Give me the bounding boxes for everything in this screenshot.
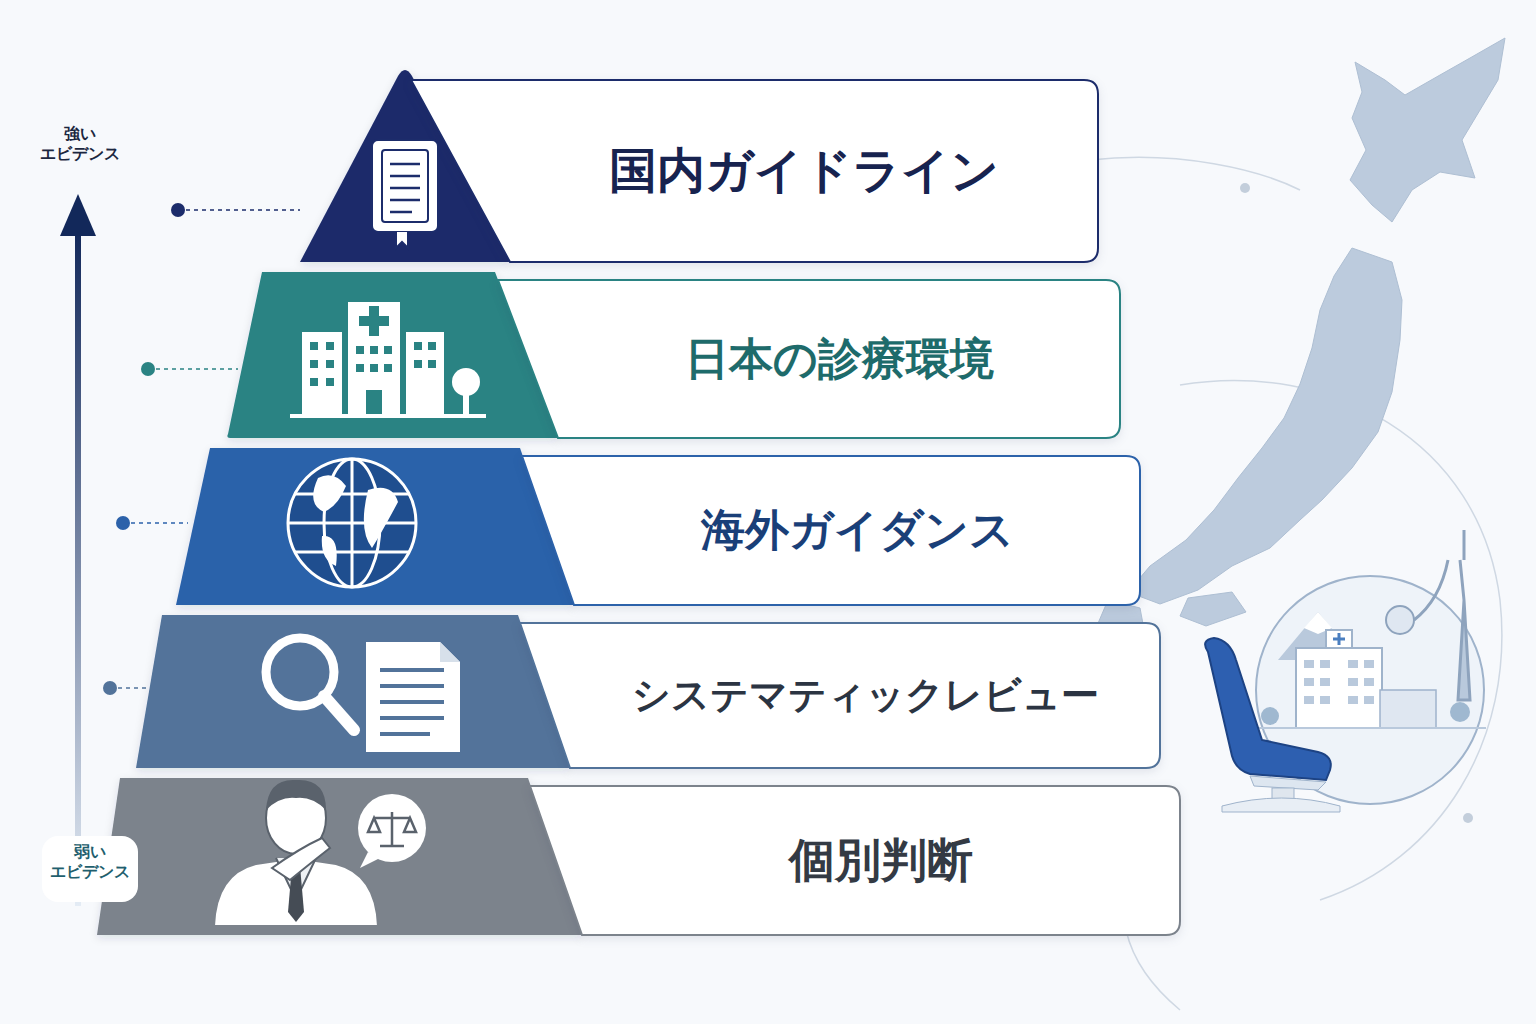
tier-label: 個別判断: [789, 833, 973, 888]
evidence-arrow: [60, 194, 96, 906]
tier-box: [522, 456, 1140, 605]
dental-chair: [1205, 638, 1340, 812]
tier-box: [530, 786, 1180, 935]
systematic-review-icon: [266, 638, 460, 752]
clinician-judgment-icon: [214, 780, 426, 926]
guideline-book-icon: [372, 140, 438, 248]
guideline-tier: 国内ガイドライン: [411, 80, 1098, 262]
weak-label-ground: [42, 836, 138, 902]
review-tier: システマティックレビュー: [520, 623, 1160, 768]
tier-box: [411, 80, 1098, 262]
tier-box: [520, 623, 1160, 768]
overseas-tier: 海外ガイダンス: [522, 456, 1140, 605]
tier-label: 日本の診療環境: [685, 333, 994, 386]
judgment-tier: 個別判断: [530, 786, 1180, 935]
strong-evidence-label: 強い エビデンス: [40, 124, 120, 164]
tier-label: システマティックレビュー: [632, 673, 1099, 719]
hospital-icon: [290, 302, 486, 418]
globe-icon: [288, 459, 416, 587]
tier-label: 国内ガイドライン: [609, 142, 999, 200]
tier-box: [498, 280, 1120, 438]
weak-evidence-label: 弱い エビデンス: [50, 842, 130, 882]
environment-tier: 日本の診療環境: [498, 280, 1120, 438]
tier-label: 海外ガイダンス: [701, 504, 1014, 557]
japan-map: [1094, 38, 1505, 670]
